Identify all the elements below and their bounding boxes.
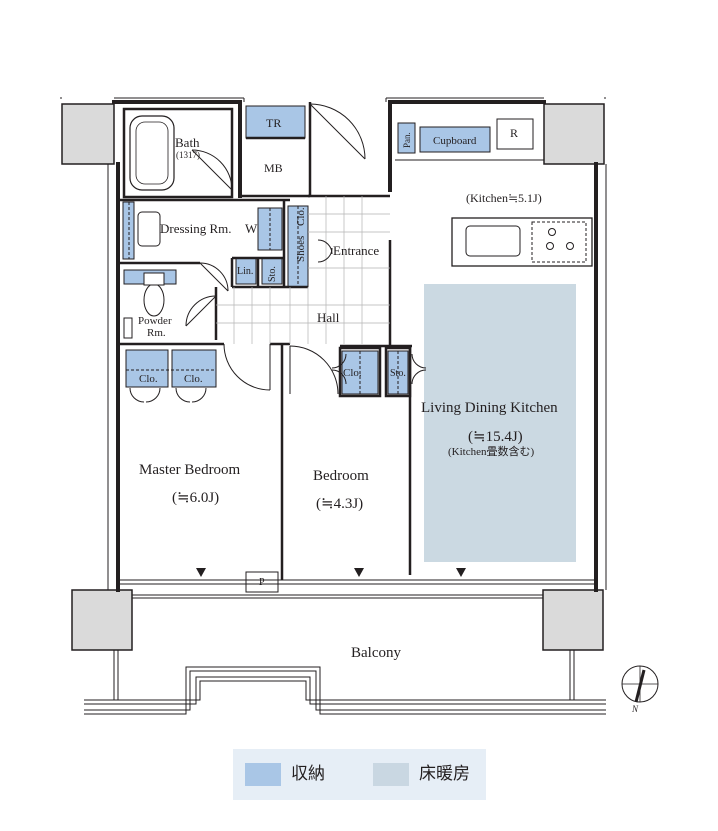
fridge-label: R [510, 126, 518, 140]
shoes-label: Shoes [295, 236, 307, 262]
tr-label: TR [266, 116, 281, 130]
bath-label: Bath [175, 135, 200, 150]
column-top-right [543, 103, 605, 165]
master-clo-1-label: Clo. [139, 373, 158, 385]
window-marker-1 [196, 568, 206, 577]
bath-size-label: (1317) [176, 150, 200, 160]
north-arrow [621, 665, 659, 703]
powder-label: Powder [138, 315, 172, 327]
shoes-clo-label: Clo. [295, 207, 307, 226]
column-bottom-left [71, 589, 133, 651]
balcony-label: Balcony [351, 645, 401, 661]
pan-label: Pan. [402, 132, 412, 148]
kitchen-counter [451, 217, 593, 267]
cupboard-label: Cupboard [433, 135, 477, 147]
ldk-area-label: (≒15.4J) [468, 429, 523, 445]
storage-legend-label: 収納 [291, 764, 325, 784]
master-clo-2-label: Clo. [184, 373, 203, 385]
cooktop [531, 221, 587, 263]
ldk-note-label: (Kitchen畳数含む) [448, 444, 534, 458]
hall-label: Hall [317, 310, 340, 325]
column-bottom-right [542, 589, 604, 651]
paper-holder [123, 317, 133, 339]
tr-storage [245, 105, 306, 139]
p-label: P [259, 577, 265, 588]
mb-label: MB [264, 161, 283, 175]
column-top-left [61, 103, 115, 165]
bathtub [129, 115, 175, 191]
window-marker-2 [354, 568, 364, 577]
master-label: Master Bedroom [139, 462, 241, 478]
w-label: W [245, 221, 258, 236]
cupboard-storage [419, 126, 491, 153]
powder-rm-label: Rm. [147, 327, 166, 339]
kitchen-area-label: (Kitchen≒5.1J) [466, 191, 542, 205]
wash-basin [137, 211, 161, 247]
fridge-space [496, 118, 534, 150]
floor-heating-swatch [373, 763, 409, 786]
legend: 収納 床暖房 [233, 749, 486, 800]
bedroom-area-label: (≒4.3J) [316, 496, 363, 512]
lin-label: Lin. [237, 266, 253, 277]
storage-swatch [245, 763, 281, 786]
kitchen-sink [465, 225, 521, 257]
pan-storage [397, 122, 416, 154]
toilet [143, 283, 165, 317]
floor-heating-legend-label: 床暖房 [419, 764, 470, 784]
north-label: N [631, 704, 639, 714]
master-clo-1 [125, 349, 169, 388]
window-marker-3 [456, 568, 466, 577]
bed-sto-label: Sto. [390, 368, 406, 379]
dressing-label: Dressing Rm. [160, 221, 232, 236]
entrance-label: Entrance [333, 243, 379, 258]
floor-heating-area [424, 284, 576, 562]
ldk-label: Living Dining Kitchen [421, 400, 558, 416]
bedroom-label: Bedroom [313, 468, 369, 484]
master-clo-2 [171, 349, 217, 388]
sto-small-label: Sto. [267, 266, 278, 282]
dressing-shelf [122, 201, 135, 260]
master-area-label: (≒6.0J) [172, 490, 219, 506]
bed-clo-label: Clo. [343, 367, 362, 379]
